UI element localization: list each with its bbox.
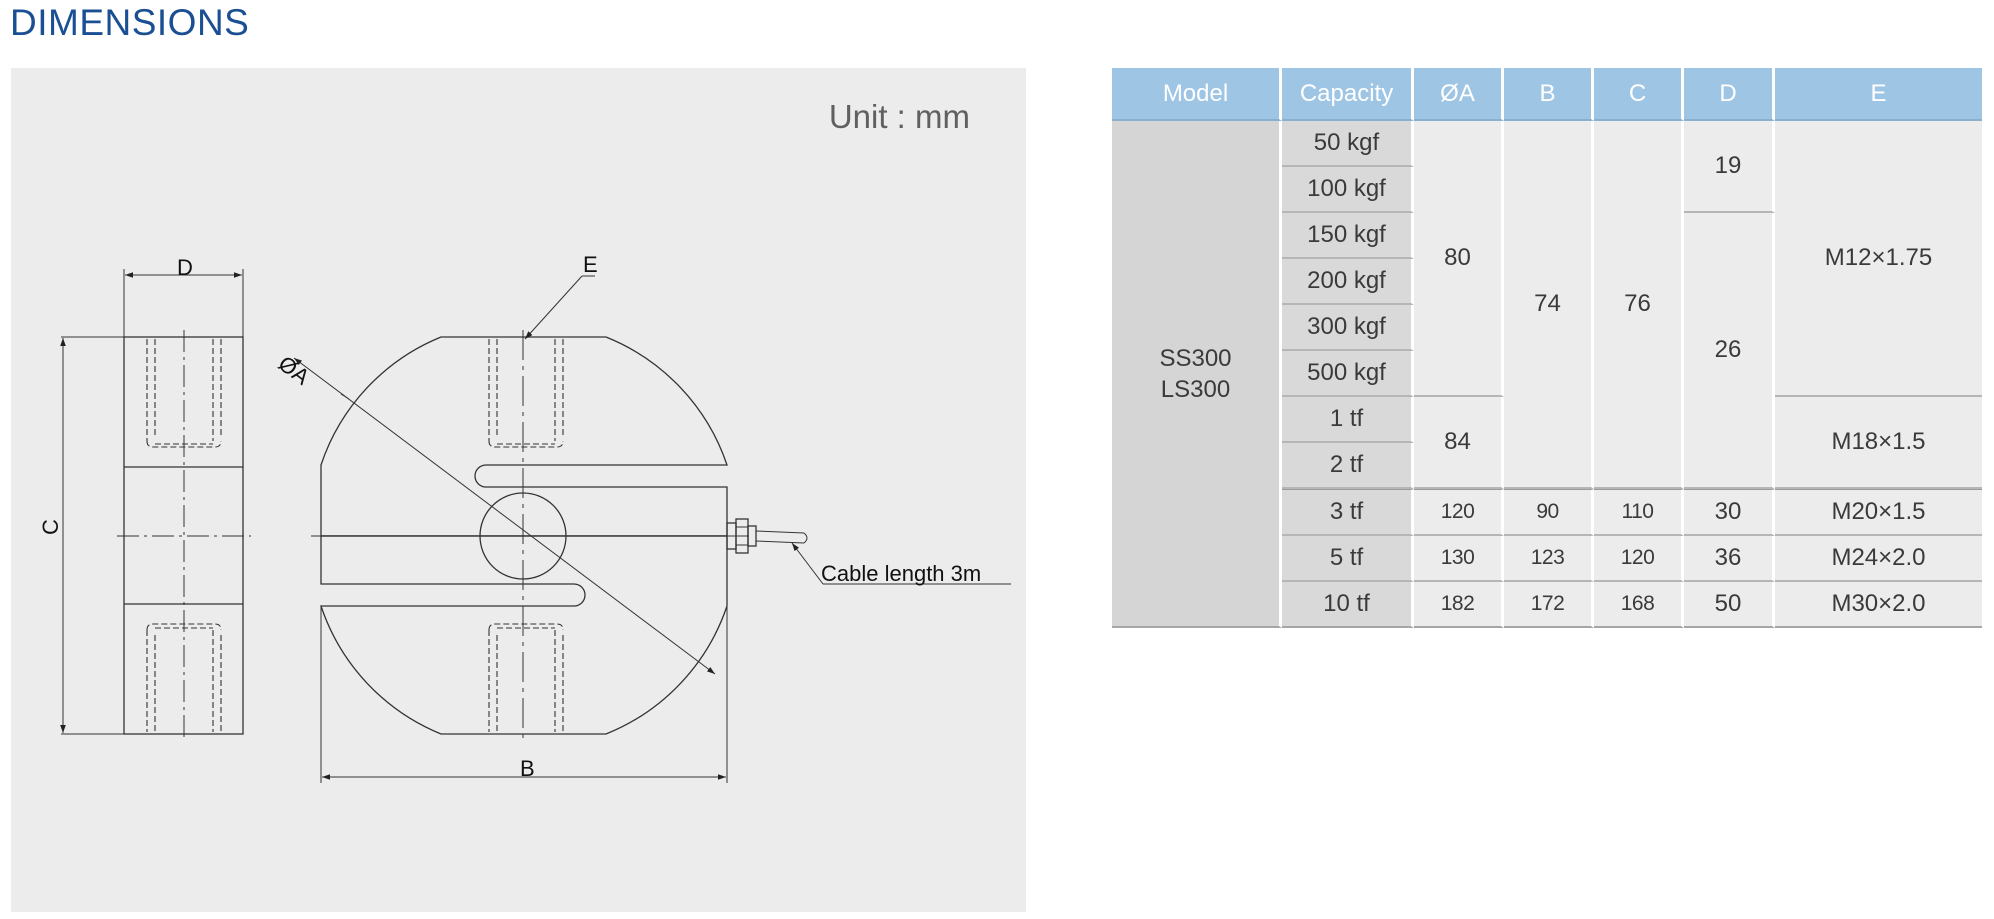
capacity-cell: 100 kgf (1282, 167, 1414, 213)
cable-length-label: Cable length 3m (821, 561, 982, 586)
table-row: 200 kgf (1112, 259, 1982, 305)
b-cell: 90 (1504, 489, 1594, 536)
dimension-label-c: C (38, 519, 63, 535)
phi-a-cell: 182 (1414, 582, 1504, 628)
page-title: DIMENSIONS (10, 2, 250, 43)
dimension-label-e: E (583, 252, 598, 277)
c-cell: 76 (1594, 121, 1684, 489)
table-row: 300 kgf (1112, 305, 1982, 351)
model-name: SS300 (1159, 344, 1232, 372)
d-cell: 36 (1684, 536, 1775, 582)
b-cell: 123 (1504, 536, 1594, 582)
d-cell: 50 (1684, 582, 1775, 628)
table-row: 10 tf 182 172 168 50 M30×2.0 (1112, 582, 1982, 628)
dimension-label-d: D (177, 255, 193, 280)
capacity-cell: 10 tf (1282, 582, 1414, 628)
header-phi-a: ØA (1414, 68, 1504, 121)
dimension-drawing-panel: Unit : mm D E ØA C B Cable length 3m (11, 68, 1026, 912)
model-cell: SS300 LS300 (1112, 121, 1282, 628)
table-header-row: Model Capacity ØA B C D E (1112, 68, 1982, 121)
table-row: 1 tf 84 M18×1.5 (1112, 397, 1982, 489)
header-b: B (1504, 68, 1594, 121)
capacity-cell: 5 tf (1282, 536, 1414, 582)
table-row: 3 tf 120 90 110 30 M20×1.5 (1112, 489, 1982, 536)
phi-a-cell: 120 (1414, 489, 1504, 536)
e-cell: M20×1.5 (1775, 489, 1982, 536)
header-model: Model (1112, 68, 1282, 121)
b-cell: 172 (1504, 582, 1594, 628)
b-cell: 74 (1504, 121, 1594, 489)
table-row: SS300 LS300 50 kgf 80 74 76 19 M12×1.75 (1112, 121, 1982, 628)
capacity-cell: 2 tf (1282, 443, 1414, 489)
unit-label: Unit : mm (828, 98, 970, 135)
header-c: C (1594, 68, 1684, 121)
d-cell: 30 (1684, 489, 1775, 536)
table-row: 100 kgf (1112, 167, 1982, 213)
dimension-label-b: B (520, 756, 535, 781)
e-cell: M24×2.0 (1775, 536, 1982, 582)
capacity-cell: 1 tf (1282, 397, 1414, 443)
header-capacity: Capacity (1282, 68, 1414, 121)
c-cell: 110 (1594, 489, 1684, 536)
table-row: 5 tf 130 123 120 36 M24×2.0 (1112, 536, 1982, 582)
d-cell: 19 (1684, 121, 1775, 213)
header-e: E (1775, 68, 1982, 121)
capacity-cell: 500 kgf (1282, 351, 1414, 397)
capacity-cell: 50 kgf (1282, 121, 1414, 167)
phi-a-cell: 84 (1414, 397, 1504, 489)
capacity-cell: 200 kgf (1282, 259, 1414, 305)
phi-a-cell: 80 (1414, 121, 1504, 397)
d-cell: 26 (1684, 213, 1775, 489)
capacity-cell: 3 tf (1282, 489, 1414, 536)
capacity-cell: 150 kgf (1282, 213, 1414, 259)
c-cell: 120 (1594, 536, 1684, 582)
technical-drawing (60, 269, 1011, 783)
e-cell: M18×1.5 (1775, 397, 1982, 489)
front-view (293, 275, 1011, 783)
e-cell: M30×2.0 (1775, 582, 1982, 628)
table-row: 2 tf (1112, 443, 1982, 489)
table-row: 500 kgf (1112, 351, 1982, 397)
side-view (60, 269, 251, 741)
c-cell: 168 (1594, 582, 1684, 628)
dimensions-table: Model Capacity ØA B C D E SS300 LS300 50… (1112, 68, 1982, 628)
model-name: LS300 (1160, 375, 1231, 403)
header-d: D (1684, 68, 1775, 121)
table-row: 150 kgf 26 (1112, 213, 1982, 489)
phi-a-cell: 130 (1414, 536, 1504, 582)
capacity-cell: 300 kgf (1282, 305, 1414, 351)
e-cell: M12×1.75 (1775, 121, 1982, 397)
